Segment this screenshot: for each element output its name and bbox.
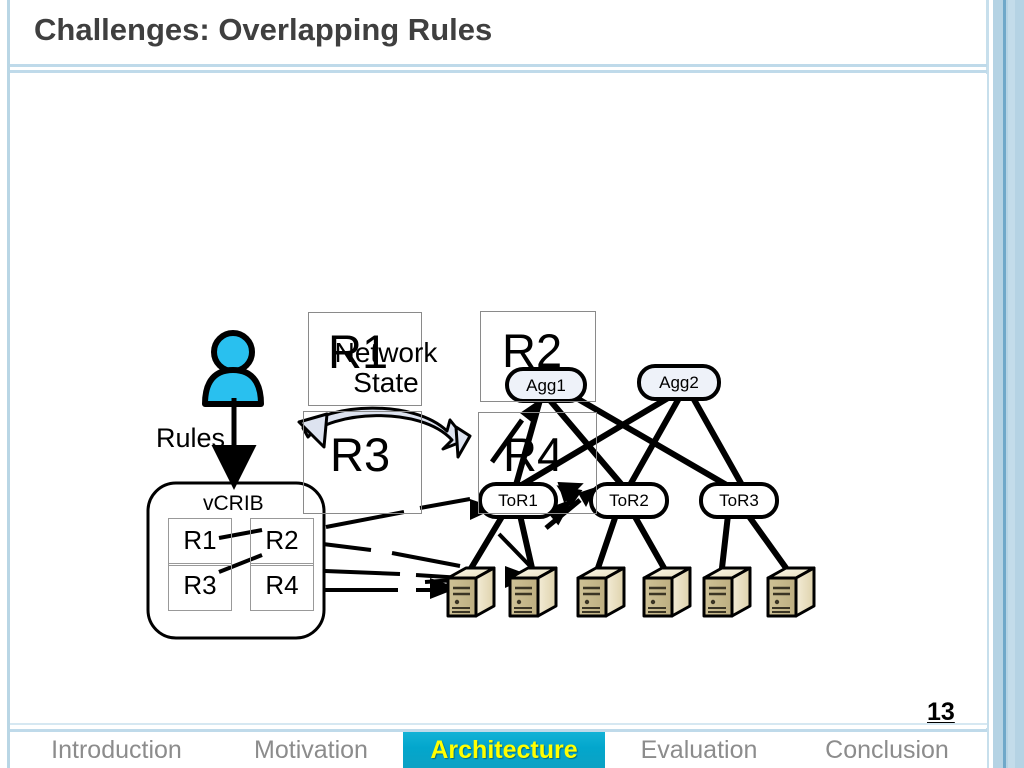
overlap-box-r2-label: R2	[502, 324, 563, 377]
overlap-box-r1-label: R1	[328, 325, 389, 378]
nav-item-evaluation[interactable]: Evaluation	[640, 735, 758, 764]
nav-item-architecture[interactable]: Architecture	[403, 732, 605, 768]
overlap-box-r3	[303, 411, 422, 514]
vcrib-rule-r4[interactable]: R4	[250, 563, 314, 611]
nav-item-introduction[interactable]: Introduction	[51, 735, 182, 764]
agg-switch-2-label: Agg2	[659, 373, 699, 392]
tor-switch-2-label: ToR2	[609, 491, 649, 510]
agg-switch-1-label: Agg1	[526, 376, 566, 395]
tor-switch-3-label: ToR3	[719, 491, 759, 510]
overlap-box-r4	[478, 412, 597, 514]
server-icon	[576, 566, 626, 618]
right-edge-thin-rule	[986, 0, 989, 768]
server-icon	[766, 566, 816, 618]
left-edge-rule	[7, 0, 10, 768]
vcrib-container	[146, 481, 326, 640]
vcrib-title: vCRIB	[203, 492, 264, 515]
title-band: Challenges: Overlapping Rules	[10, 0, 984, 62]
overlap-box-r1	[308, 312, 422, 406]
title-divider	[10, 64, 987, 67]
server-icon	[702, 566, 752, 618]
vcrib-rule-r2[interactable]: R2	[250, 518, 314, 566]
right-edge-stripe	[1003, 0, 1006, 768]
left-edge-margin	[0, 0, 11, 768]
tor-switch-1[interactable]	[478, 482, 558, 519]
tor-switch-3[interactable]	[699, 482, 779, 519]
overlap-box-r2	[480, 311, 596, 402]
rules-label: Rules	[156, 423, 226, 453]
vcrib-rule-r4-label: R4	[265, 570, 299, 600]
section-navbar: Introduction Motivation Architecture Eva…	[10, 732, 987, 768]
vcrib-rule-r3-label: R3	[183, 570, 217, 600]
server-icon	[446, 566, 496, 618]
page-number: 13	[927, 698, 955, 726]
overlap-box-r3-label: R3	[330, 428, 391, 481]
server-icon	[508, 566, 558, 618]
tor-switch-2[interactable]	[589, 482, 669, 519]
admin-person-icon	[202, 330, 264, 407]
right-edge-stripe-secondary	[1008, 0, 1015, 768]
server-row	[446, 566, 816, 618]
nav-divider	[10, 729, 987, 732]
page-title: Challenges: Overlapping Rules	[34, 12, 493, 47]
tor-switch-1-label: ToR1	[498, 491, 538, 510]
nav-item-conclusion[interactable]: Conclusion	[825, 735, 949, 764]
agg-switch-2[interactable]	[637, 364, 721, 401]
nav-item-motivation[interactable]: Motivation	[254, 735, 368, 764]
server-icon	[642, 566, 692, 618]
vcrib-rule-r3[interactable]: R3	[168, 563, 232, 611]
agg1-inbound-arrow	[489, 398, 542, 464]
vcrib-rule-r2-label: R2	[265, 525, 299, 555]
vcrib-rule-r1-label: R1	[183, 525, 217, 555]
overlap-box-r4-label: R4	[503, 428, 564, 481]
nav-divider-secondary	[10, 723, 987, 725]
network-state-label-line2: State	[353, 367, 419, 398]
network-state-label-line1: Network	[334, 337, 438, 368]
title-divider-secondary	[10, 70, 987, 73]
vcrib-rule-r1[interactable]: R1	[168, 518, 232, 566]
